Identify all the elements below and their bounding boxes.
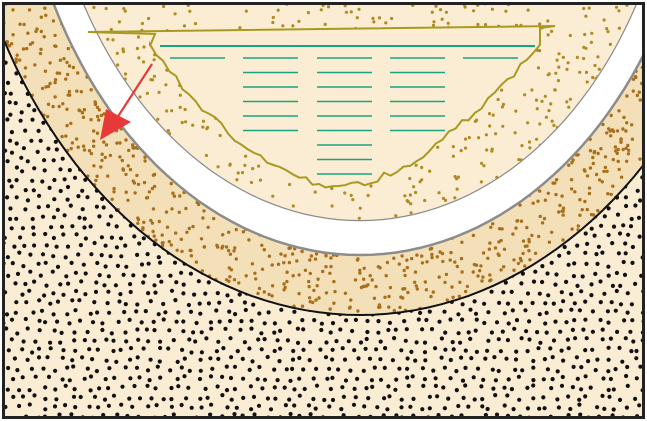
cross-section-svg xyxy=(0,0,647,421)
pond-cross-section-diagram xyxy=(0,0,647,421)
